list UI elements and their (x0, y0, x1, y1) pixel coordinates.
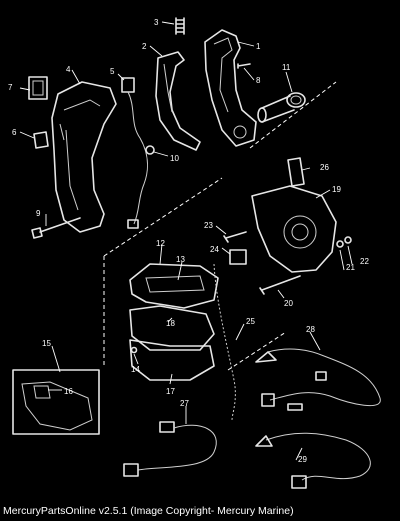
part-26-clip[interactable] (287, 157, 305, 187)
callout-29: 29 (298, 455, 307, 464)
part-22-washer[interactable] (344, 236, 352, 244)
part-23-screw[interactable] (223, 231, 247, 243)
part-25-cable-chain[interactable] (213, 263, 236, 421)
callout-2: 2 (142, 42, 147, 51)
callout-28: 28 (306, 325, 315, 334)
part-21-washer[interactable] (336, 240, 344, 248)
callout-24: 24 (210, 245, 219, 254)
callout-12: 12 (156, 239, 165, 248)
callout-1: 1 (256, 42, 261, 51)
callout-17: 17 (166, 387, 175, 396)
callout-4: 4 (66, 65, 71, 74)
part-3-spring[interactable] (175, 17, 185, 35)
callout-11: 11 (282, 63, 291, 72)
part-29-harness[interactable] (255, 432, 371, 489)
callout-21: 21 (346, 263, 355, 272)
callout-5: 5 (110, 67, 115, 76)
callout-13: 13 (176, 255, 185, 264)
callout-3: 3 (154, 18, 159, 27)
callout-7: 7 (8, 83, 13, 92)
part-15-inset[interactable] (12, 369, 100, 435)
callout-10: 10 (170, 154, 179, 163)
callout-6: 6 (12, 128, 17, 137)
exploded-parts-diagram: 1 2 3 4 5 6 7 8 9 10 11 12 13 14 15 16 1… (8, 17, 381, 489)
part-12-upper-cover[interactable] (129, 263, 219, 309)
callout-19: 19 (332, 185, 341, 194)
part-11-bushing[interactable] (257, 92, 306, 123)
callout-18: 18 (166, 319, 175, 328)
callout-8: 8 (256, 76, 261, 85)
callout-26: 26 (320, 163, 329, 172)
callout-22: 22 (360, 257, 369, 266)
callout-27: 27 (180, 399, 189, 408)
part-6-plate[interactable] (33, 131, 49, 149)
part-5-switch-harness[interactable] (121, 77, 148, 229)
part-10-nut[interactable] (145, 145, 155, 155)
callout-labels: 1 2 3 4 5 6 7 8 9 10 11 12 13 14 15 16 1… (8, 18, 369, 464)
part-20-bolt[interactable] (259, 275, 301, 295)
part-8-screw[interactable] (237, 63, 251, 69)
image-copyright-caption: MercuryPartsOnline v2.5.1 (Image Copyrig… (3, 505, 294, 517)
part-17-cover[interactable] (129, 339, 215, 381)
callout-20: 20 (284, 299, 293, 308)
part-7-decal[interactable] (28, 76, 48, 100)
callout-14: 14 (131, 365, 140, 374)
part-13-gasket[interactable] (145, 275, 205, 293)
part-18-cover[interactable] (129, 305, 215, 351)
part-16-insert[interactable] (33, 385, 51, 399)
callout-25: 25 (246, 317, 255, 326)
callout-16: 16 (64, 387, 73, 396)
leader-lines (19, 21, 353, 461)
part-4-handle-body[interactable] (51, 81, 117, 233)
part-28-harness[interactable] (255, 348, 381, 411)
part-14-pin[interactable] (130, 346, 138, 354)
part-9-bolt[interactable] (31, 217, 81, 239)
part-19-housing[interactable] (251, 185, 337, 273)
part-2-lever[interactable] (155, 51, 201, 151)
callout-15: 15 (42, 339, 51, 348)
part-24-connector[interactable] (229, 249, 247, 265)
callout-9: 9 (36, 209, 41, 218)
part-1-handle-frame[interactable] (204, 29, 257, 147)
part-27-harness[interactable] (123, 421, 217, 477)
callout-23: 23 (204, 221, 213, 230)
